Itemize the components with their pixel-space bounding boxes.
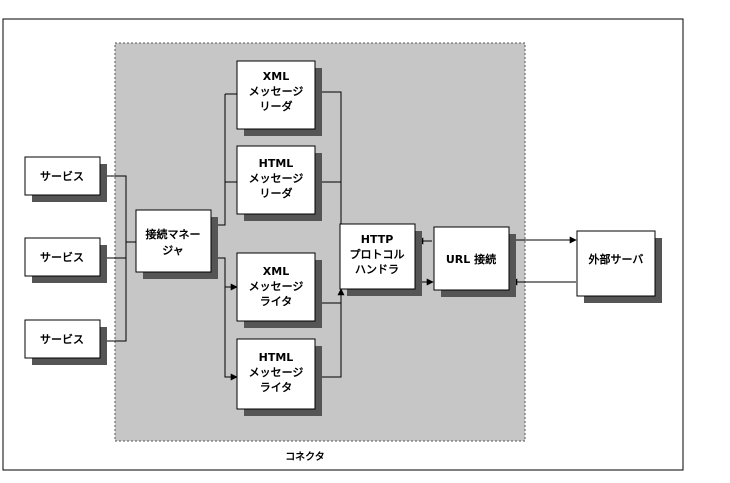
http-handler-box: HTTP プロトコル ハンドラ xyxy=(339,223,422,296)
http-handler-line-1: HTTP xyxy=(361,233,394,246)
external-server-label: 外部サーバ xyxy=(588,252,644,266)
xml-writer-line-1: XML xyxy=(263,265,289,278)
html-writer-line-3: ライタ xyxy=(260,381,293,394)
http-handler-line-2: プロトコル xyxy=(350,247,405,261)
html-reader-line-3: リーダ xyxy=(260,186,293,200)
xml-reader-line-2: メッセージ xyxy=(249,85,304,98)
html-writer-line-2: メッセージ xyxy=(249,366,304,379)
url-connection-box: URL 接続 xyxy=(433,226,516,297)
html-writer-line-1: HTML xyxy=(259,351,294,364)
xml-reader-line-1: XML xyxy=(263,70,289,83)
http-handler-line-3: ハンドラ xyxy=(355,263,399,276)
service-label: サービス xyxy=(40,169,84,183)
xml-reader-line-3: リーダ xyxy=(260,99,293,113)
external-server-box: 外部サーバ xyxy=(576,230,662,303)
xml-writer-line-2: メッセージ xyxy=(249,280,304,293)
xml-writer-line-3: ライタ xyxy=(260,295,293,308)
service-box-2: サービス xyxy=(24,237,107,283)
service-label: サービス xyxy=(40,332,84,346)
html-reader-line-2: メッセージ xyxy=(249,172,304,185)
html-reader-box: HTML メッセージ リーダ xyxy=(236,145,322,221)
service-box-1: サービス xyxy=(24,156,107,202)
html-writer-box: HTML メッセージ ライタ xyxy=(236,338,322,416)
url-connection-label: URL 接続 xyxy=(446,252,496,266)
xml-reader-box: XML メッセージ リーダ xyxy=(236,60,322,136)
connection-manager-box: 接続マネー ジャ xyxy=(135,209,218,279)
service-label: サービス xyxy=(40,250,84,264)
service-box-3: サービス xyxy=(24,319,107,365)
connector-label: コネクタ xyxy=(285,451,325,463)
connection-manager-line-2: ジャ xyxy=(162,244,183,257)
html-reader-line-1: HTML xyxy=(259,157,294,170)
connection-manager-line-1: 接続マネー xyxy=(146,227,201,241)
xml-writer-box: XML メッセージ ライタ xyxy=(236,252,322,328)
